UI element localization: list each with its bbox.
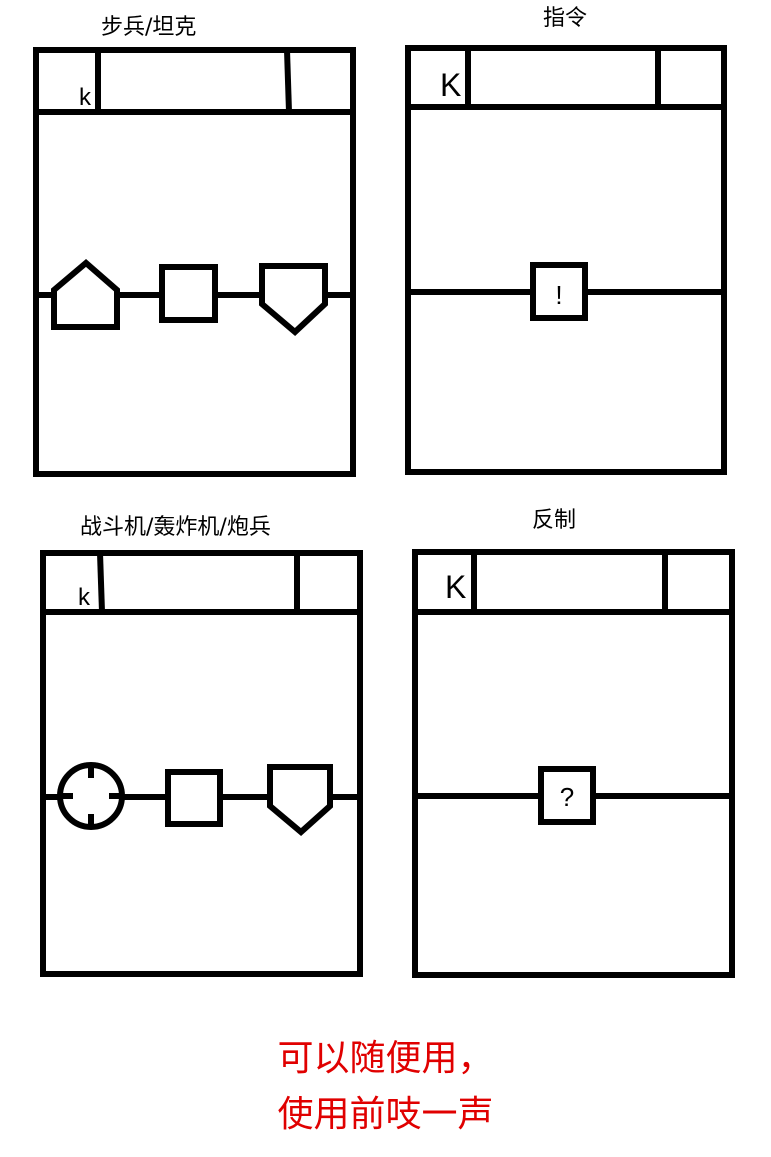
cost-letter: k (78, 584, 91, 611)
stat-divider (284, 49, 292, 113)
footer-note-line1: 可以随便用， (277, 1038, 494, 1079)
card-command: K ! (405, 45, 727, 475)
house-icon (51, 259, 120, 330)
crosshair-icon (57, 762, 125, 830)
exclamation-box-icon (530, 262, 588, 321)
cost-letter: K (440, 67, 461, 103)
question-box-icon (538, 766, 596, 825)
card-title-aircraft-artillery: 战斗机/轰炸机/炮兵 (80, 515, 271, 540)
square-icon (165, 769, 223, 827)
question-mark: ? (560, 782, 574, 812)
card-frame (405, 45, 727, 475)
shield-icon (259, 263, 328, 337)
footer-note-line2: 使用前吱一声 (277, 1094, 494, 1135)
card-frame (40, 550, 363, 977)
cost-letter: k (79, 84, 92, 111)
card-frame (412, 549, 735, 978)
card-title-infantry-tank: 步兵/坦克 (101, 15, 197, 40)
card-title-command: 指令 (543, 6, 588, 31)
card-counter: K ? (412, 549, 735, 978)
shield-icon (267, 764, 333, 836)
card-title-counter: 反制 (532, 508, 577, 533)
cost-letter: K (445, 569, 466, 605)
card-frame (33, 47, 356, 477)
exclamation-mark: ! (555, 280, 562, 310)
square-icon (159, 264, 218, 323)
cost-divider (97, 552, 105, 613)
card-infantry-tank: k (33, 47, 356, 477)
card-aircraft-artillery: k (40, 550, 363, 977)
